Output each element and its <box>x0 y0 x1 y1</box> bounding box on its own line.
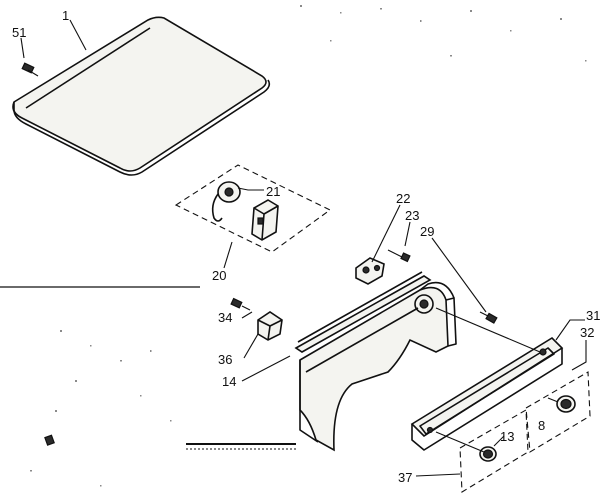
label-13: 13 <box>500 429 514 444</box>
screw-51 <box>21 62 39 77</box>
label-36: 36 <box>218 352 232 367</box>
screw-23 <box>387 249 411 263</box>
switch-block <box>251 199 279 241</box>
assembly-20-boundary <box>174 164 332 253</box>
label-21: 21 <box>266 184 280 199</box>
part-labels: 1 51 21 20 22 23 29 34 36 14 31 32 8 13 … <box>12 8 600 485</box>
top-panel <box>12 16 271 176</box>
knob-13-group-boundary <box>459 409 529 493</box>
leader-lines <box>20 19 587 477</box>
knob-8 <box>547 395 576 413</box>
clip-36 <box>257 311 283 341</box>
label-14: 14 <box>222 374 236 389</box>
bracket-22 <box>355 257 385 285</box>
label-23: 23 <box>405 208 419 223</box>
scan-noise <box>30 5 587 487</box>
label-37: 37 <box>398 470 412 485</box>
control-bezel-31 <box>410 336 564 451</box>
bottom-strip <box>186 443 296 450</box>
knob-group-boundary <box>525 371 591 453</box>
knob-13 <box>479 446 497 462</box>
label-31: 31 <box>586 308 600 323</box>
label-29: 29 <box>420 224 434 239</box>
screw-34 <box>230 297 251 311</box>
label-34: 34 <box>218 310 232 325</box>
stray-screw <box>44 434 55 446</box>
label-1: 1 <box>62 8 69 23</box>
label-8: 8 <box>538 418 545 433</box>
label-22: 22 <box>396 191 410 206</box>
label-20: 20 <box>212 268 226 283</box>
label-51: 51 <box>12 25 26 40</box>
component-21 <box>211 181 241 222</box>
console-panel <box>299 281 457 452</box>
console-strip-14 <box>294 271 432 353</box>
screw-29 <box>479 311 498 324</box>
label-32: 32 <box>580 325 594 340</box>
